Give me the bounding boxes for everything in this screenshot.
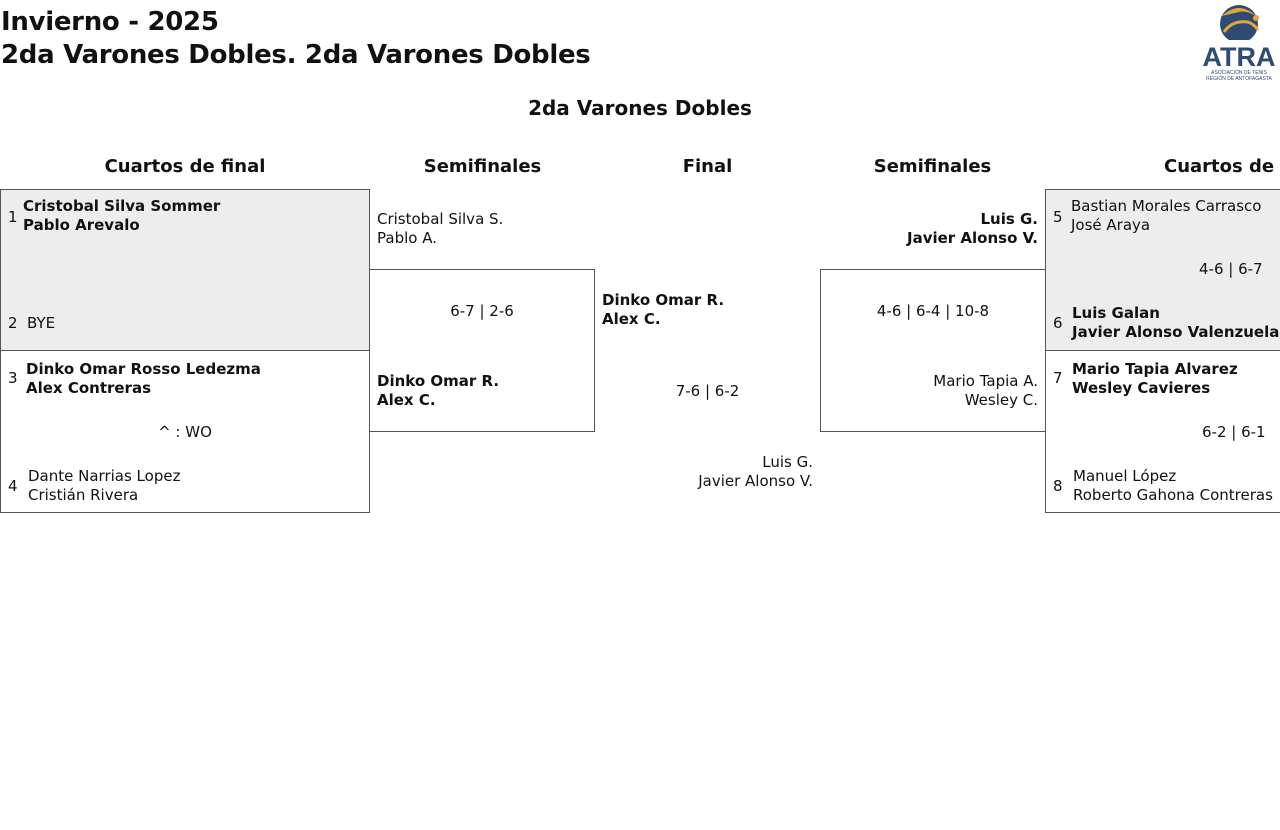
seed-number: 6 [1053,314,1063,332]
player-name[interactable]: Alex C. [602,310,661,328]
player-name[interactable]: Cristobal Silva Sommer [23,197,221,215]
player-name[interactable]: Luis Galan [1072,304,1160,322]
player-name[interactable]: Alex C. [377,391,436,409]
left-sf-match: 6-7 | 2-6 Dinko Omar R. Alex C. [369,269,595,432]
seed-number: 1 [8,208,18,226]
player-name[interactable]: Luis G. [980,210,1038,228]
player-name[interactable]: Javier Alonso V. [698,472,813,490]
player-name[interactable]: Dinko Omar R. [377,372,500,390]
player-name[interactable]: Dante Narrias Lopez [28,467,181,485]
player-name[interactable]: Wesley Cavieres [1072,379,1211,397]
match-score: 6-2 | 6-1 [1202,423,1266,441]
player-name[interactable]: Dinko Omar Rosso Ledezma [26,360,261,378]
event-title: 2da Varones Dobles. 2da Varones Dobles [1,40,591,70]
right-sf-match: 4-6 | 6-4 | 10-8 Mario Tapia A. Wesley C… [820,269,1046,432]
player-name[interactable]: Roberto Gahona Contreras [1073,486,1273,504]
player-name[interactable]: Cristobal Silva S. [377,210,504,228]
match-score: 4-6 | 6-7 [1199,260,1263,278]
player-name[interactable]: Alex Contreras [26,379,152,397]
seed-number: 7 [1053,369,1063,387]
atra-logo: ATRA ASOCIACIÓN DE TENIS REGIÓN DE ANTOF… [1202,2,1276,82]
player-name[interactable]: Wesley C. [964,391,1038,409]
bye-label: BYE [27,314,56,332]
svg-text:REGIÓN DE ANTOFAGASTA: REGIÓN DE ANTOFAGASTA [1206,75,1272,82]
svg-text:ATRA: ATRA [1203,42,1276,72]
player-name[interactable]: Javier Alonso V. [907,229,1038,247]
seed-number: 2 [8,314,18,332]
player-name[interactable]: Javier Alonso Valenzuela Rios [1072,323,1280,341]
final-score: 7-6 | 6-2 [675,382,740,400]
round-header-left-qf: Cuartos de final [104,156,266,177]
player-name[interactable]: Pablo A. [377,229,437,247]
player-name[interactable]: Bastian Morales Carrasco [1071,197,1262,215]
player-name[interactable]: Dinko Omar R. [602,291,725,309]
bracket-title: 2da Varones Dobles [528,96,752,120]
round-header-final: Final [682,156,733,177]
seed-number: 3 [8,369,18,387]
match-score: 4-6 | 6-4 | 10-8 [876,302,990,320]
left-qf-match-1: 1 Cristobal Silva Sommer Pablo Arevalo 2… [0,189,370,351]
seed-number: 8 [1053,477,1063,495]
round-header-right-sf: Semifinales [873,156,992,177]
player-name[interactable]: Mario Tapia Alvarez [1072,360,1238,378]
seed-number: 4 [8,477,18,495]
player-name[interactable]: José Araya [1071,216,1151,234]
right-qf-match-2: 7 Mario Tapia Alvarez Wesley Cavieres 6-… [1045,350,1280,513]
right-qf-match-1: 5 Bastian Morales Carrasco José Araya 4-… [1045,189,1280,351]
player-name[interactable]: Cristián Rivera [28,486,139,504]
match-score: 6-7 | 2-6 [450,302,514,320]
svg-text:ASOCIACIÓN DE TENIS: ASOCIACIÓN DE TENIS [1211,69,1267,76]
match-score: ^ : WO [158,423,212,441]
player-name[interactable]: Mario Tapia A. [933,372,1038,390]
player-name[interactable]: Luis G. [762,453,813,471]
player-name[interactable]: Pablo Arevalo [23,216,140,234]
season-title: Invierno - 2025 [1,7,219,37]
player-name[interactable]: Manuel López [1073,467,1177,485]
round-header-right-qf: Cuartos de final [1164,156,1280,177]
left-qf-match-2: 3 Dinko Omar Rosso Ledezma Alex Contrera… [0,350,370,513]
round-header-left-sf: Semifinales [423,156,542,177]
seed-number: 5 [1053,208,1063,226]
